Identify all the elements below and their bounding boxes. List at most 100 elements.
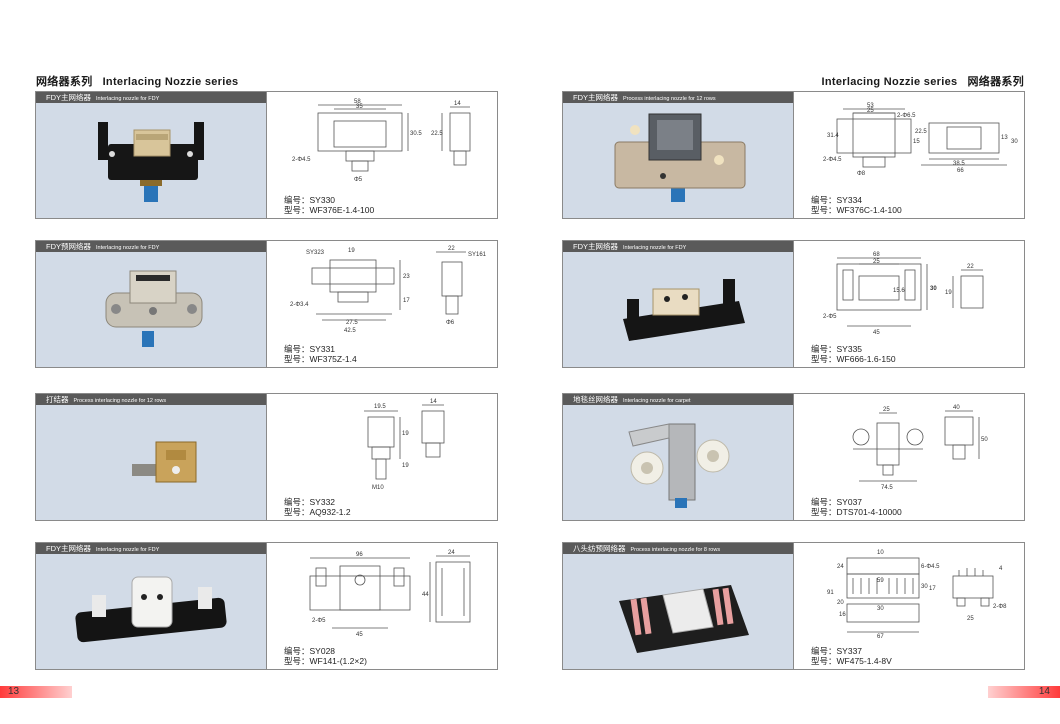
product-code: 编号：SY331	[284, 344, 336, 354]
dim-30-5: 30.5	[410, 131, 422, 137]
dim-30: 30	[930, 286, 937, 292]
dim-40: 40	[953, 405, 960, 411]
dim-2-phi8: 2-Φ8	[993, 604, 1007, 610]
dim-13: 13	[1001, 135, 1008, 141]
dim-m10: M10	[372, 485, 384, 491]
dim-22: 22	[448, 246, 455, 252]
dim-2-phi4-5: 2-Φ4.5	[823, 157, 842, 163]
technical-drawing: 58 35 30.5 14 22.5 2-Φ4.5 Φ5	[292, 99, 471, 183]
page-number-left: 13	[0, 686, 72, 698]
dim-44: 44	[422, 592, 429, 598]
dim-2-phi5: 2-Φ5	[312, 618, 326, 624]
dim-phi8: Φ8	[857, 171, 866, 177]
dim-74-5: 74.5	[881, 485, 893, 491]
spec-text: 编号：SY334 型号：WF376C-1.4-100	[811, 195, 902, 215]
ref-sy323: SY323	[306, 250, 325, 256]
technical-drawing: 25 40 50 74.5	[852, 405, 988, 491]
dim-45: 45	[356, 632, 363, 638]
product-model: 型号：WF666-1.6-150	[811, 354, 896, 364]
product-model: 型号：WF375Z-1.4	[284, 354, 357, 364]
product-model: 型号：WF376C-1.4-100	[811, 205, 902, 215]
dim-58: 58	[354, 99, 361, 105]
spec-text: 编号：SY037 型号：DTS701-4-10000	[811, 497, 902, 517]
dim-4: 4	[999, 566, 1003, 572]
dim-14: 14	[454, 101, 461, 107]
dim-14: 14	[430, 399, 437, 405]
dim-phi6: Φ6	[446, 320, 455, 326]
dim-96: 96	[356, 552, 363, 558]
product-code: 编号：SY335	[811, 344, 863, 354]
dim-67: 67	[877, 634, 884, 640]
product-model: 型号：AQ932-1.2	[284, 507, 351, 517]
dim-10: 10	[877, 550, 884, 556]
product-model: 型号：WF376E-1.4-100	[284, 205, 375, 215]
dim-31-4: 31.4	[827, 133, 839, 139]
dim-25: 25	[967, 616, 974, 622]
dim-22: 22	[967, 264, 974, 270]
dim-19-a: 19	[402, 431, 409, 437]
dim-2-phi3-4: 2-Φ3.4	[290, 302, 309, 308]
technical-drawing: 96 24 44 2-Φ5 45	[309, 550, 471, 638]
product-code: 编号：SY028	[284, 646, 336, 656]
dim-6-phi4-5: 6-Φ4.5	[921, 564, 940, 570]
nozzle-photo-sy335	[623, 279, 745, 341]
spec-text: 编号：SY335 型号：WF666-1.6-150	[811, 344, 896, 364]
product-model: 型号：WF141-(1.2×2)	[284, 656, 367, 666]
dim-19: 19	[945, 290, 952, 296]
dim-59: 59	[877, 578, 884, 584]
nozzle-photo-sy028	[75, 576, 227, 643]
dim-2-phi6-5: 2-Φ6.5	[897, 113, 916, 119]
dim-23: 23	[403, 274, 410, 280]
dim-42-5: 42.5	[344, 328, 356, 334]
product-code: 编号：SY037	[811, 497, 863, 507]
dim-53: 53	[867, 103, 874, 109]
dim-19-5: 19.5	[374, 404, 386, 410]
ref-sy161: SY161	[468, 252, 487, 258]
dim-19-b: 19	[402, 463, 409, 469]
page-number-right: 14	[988, 686, 1060, 698]
dim-17: 17	[929, 586, 936, 592]
nozzle-photo-sy331	[105, 270, 203, 347]
technical-drawing: 10 24 6-Φ4.5 59 91 30 20 16 17 30 67 25 …	[827, 550, 1007, 640]
dim-66: 66	[957, 168, 964, 174]
nozzle-photo-sy037	[628, 423, 730, 508]
spec-text: 编号：SY330 型号：WF376E-1.4-100	[284, 195, 374, 215]
nozzle-photo-sy337	[619, 585, 749, 653]
dim-20: 20	[837, 600, 844, 606]
dim-45: 45	[873, 330, 880, 336]
dim-24: 24	[837, 564, 844, 570]
nozzle-photo-sy330	[98, 122, 204, 202]
dim-30-a: 30	[921, 584, 928, 590]
dim-2-phi4-5: 2-Φ4.5	[292, 157, 311, 163]
page-title-right: Interlacing Nozzie series 网络器系列	[821, 76, 1024, 88]
spec-text: 编号：SY331 型号：WF375Z-1.4	[284, 344, 357, 364]
dim-25: 25	[867, 108, 874, 114]
technical-drawing: 68 25 15.6 30 2-Φ5 45 22 19	[823, 252, 984, 336]
dim-17: 17	[403, 298, 410, 304]
page-title-left: 网络器系列 Interlacing Nozzie series	[36, 76, 239, 88]
dim-15: 15	[913, 139, 920, 145]
dim-16: 16	[839, 612, 846, 618]
dim-22-5: 22.5	[915, 129, 927, 135]
spec-text: 编号：SY028 型号：WF141-(1.2×2)	[284, 646, 367, 666]
technical-drawing: SY323 19 22 SY161 23 17 2-Φ3.4 27.5 42.5…	[290, 246, 487, 334]
dim-35: 35	[356, 104, 363, 110]
dim-27-5: 27.5	[346, 320, 358, 326]
